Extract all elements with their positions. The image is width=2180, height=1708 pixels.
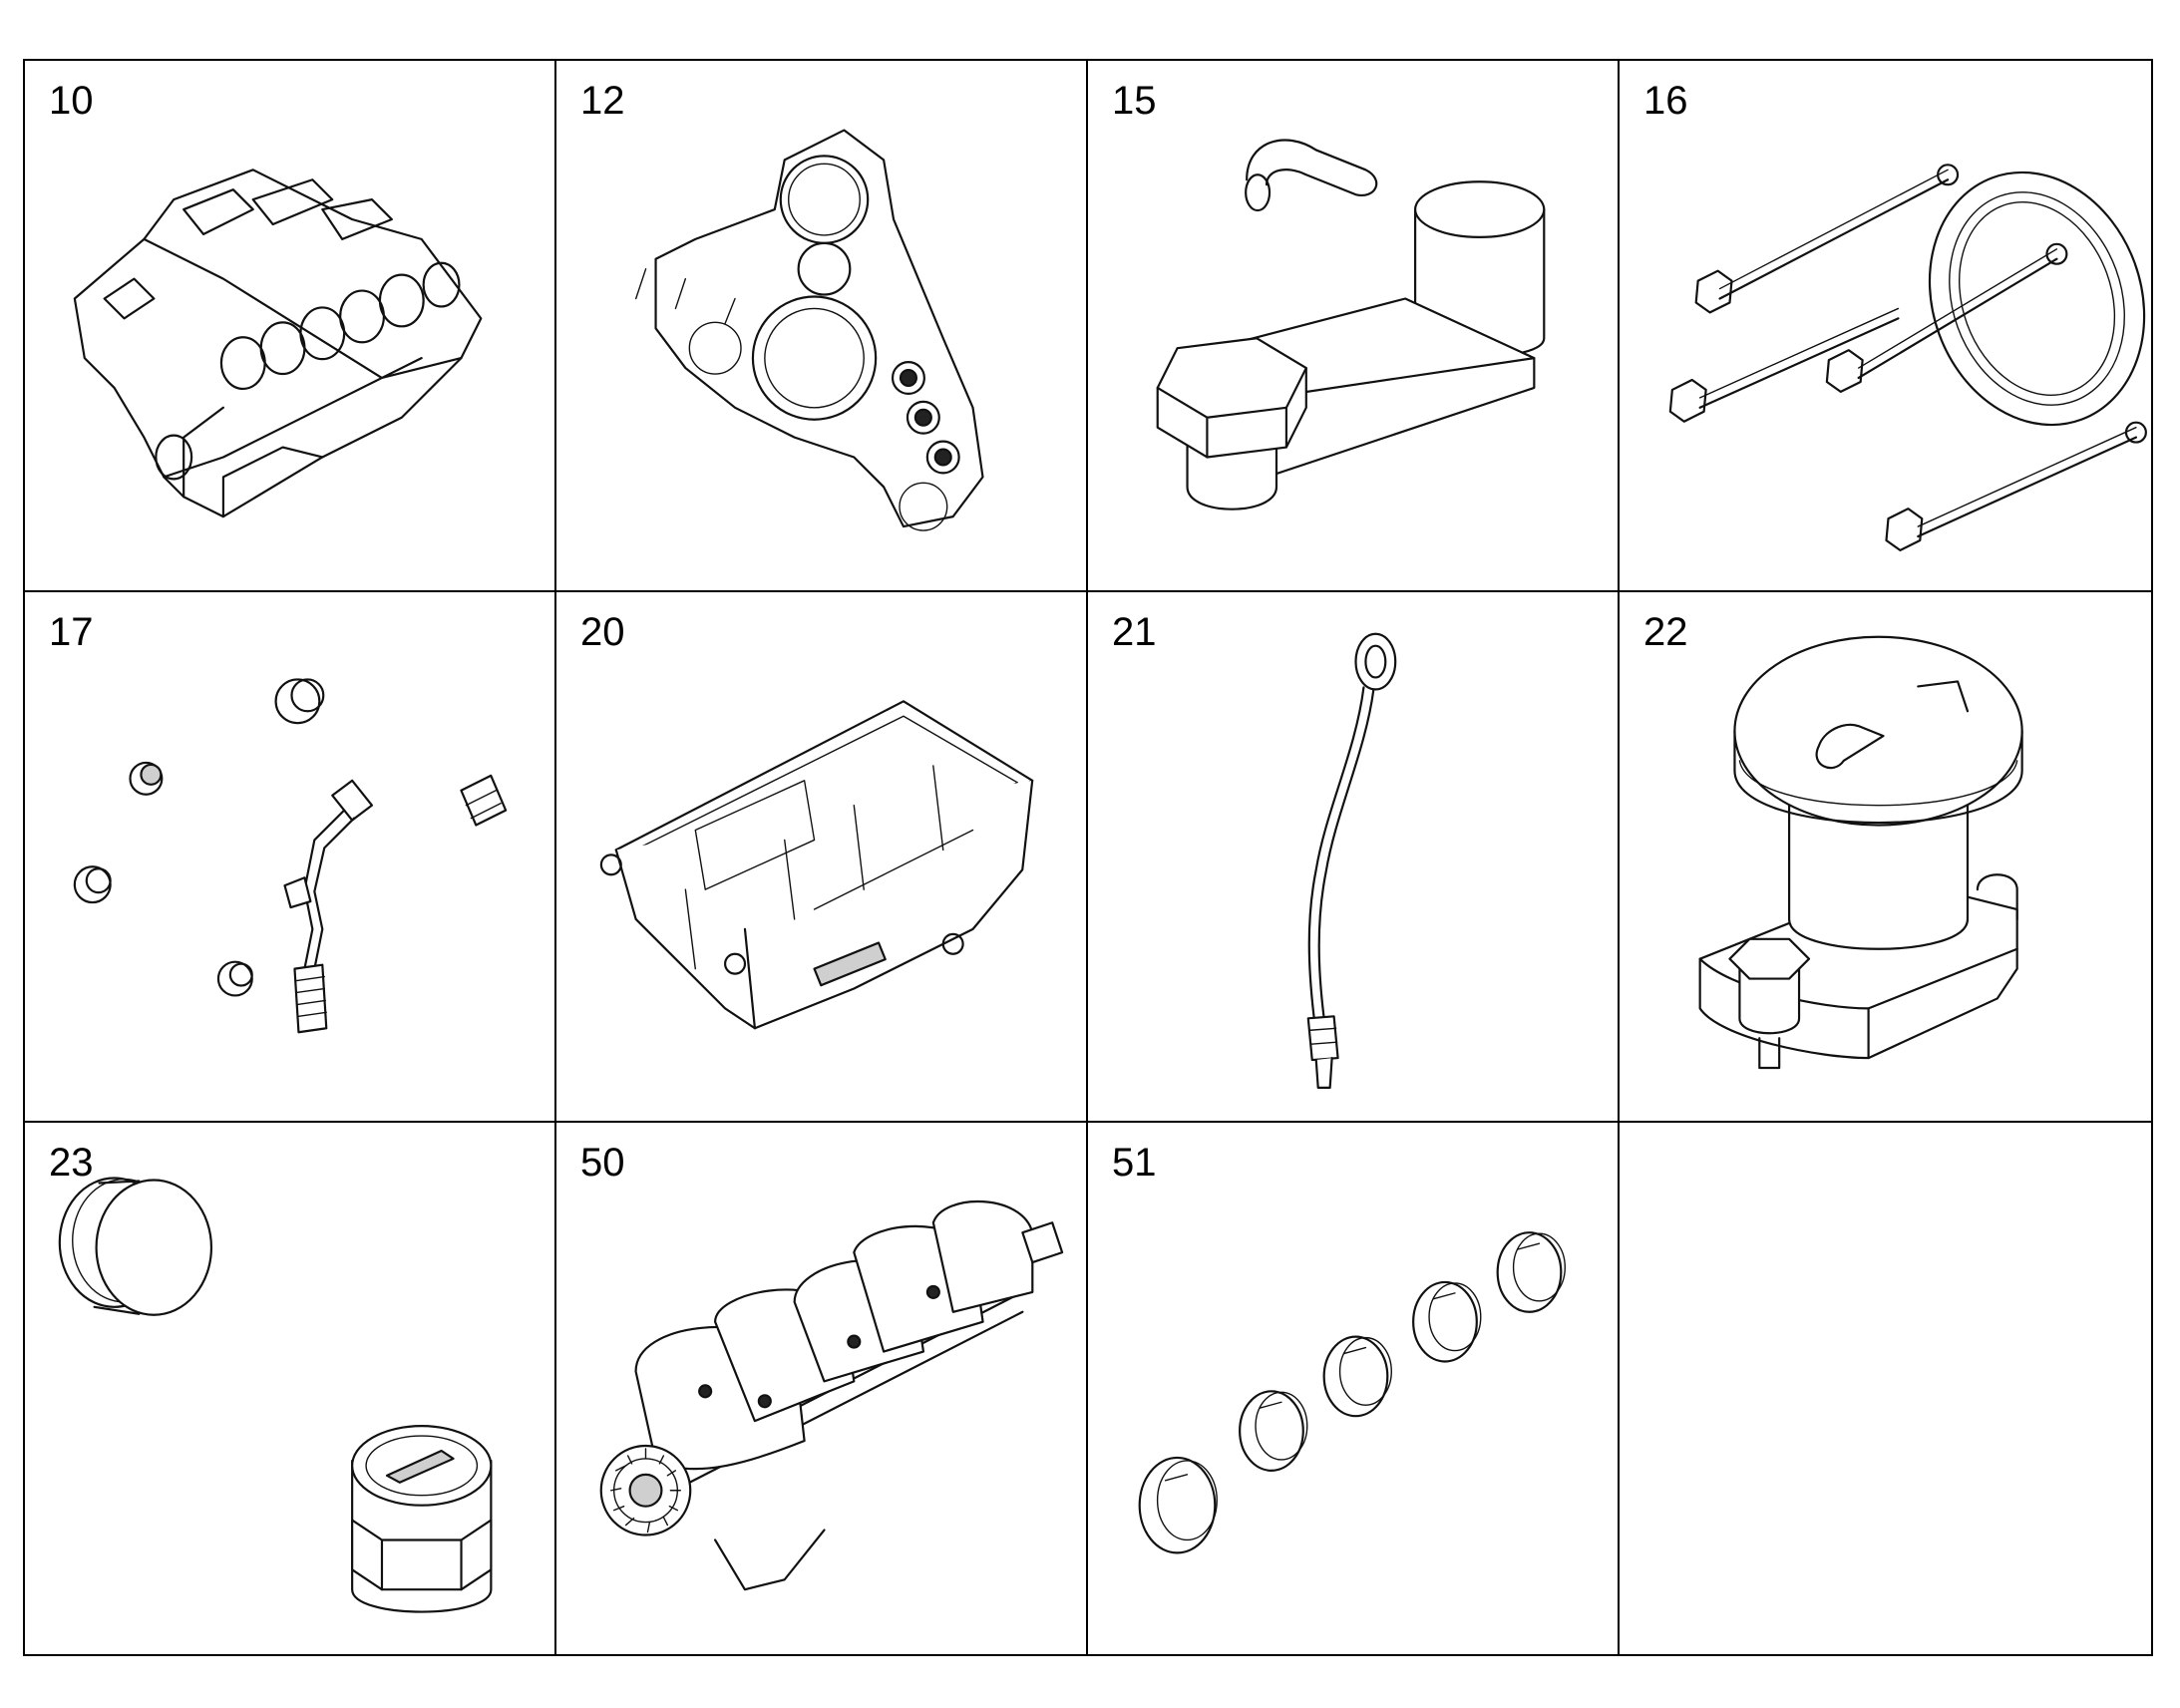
part-number: 50 [580, 1141, 625, 1186]
part-cell-17[interactable]: 17 [25, 591, 556, 1124]
engine-block-icon [73, 169, 483, 518]
parts-grid: 10 12 [23, 59, 2153, 1656]
breather-cap-icon [1698, 635, 2023, 1069]
part-cell-16[interactable]: 16 [1620, 61, 2151, 592]
part-cell-23[interactable]: 23 [25, 1123, 556, 1654]
part-number: 20 [580, 609, 625, 654]
oil-filter-housing-icon [1156, 139, 1546, 511]
crankshaft-icon [599, 1200, 1064, 1591]
part-cell-22[interactable]: 22 [1620, 592, 2151, 1124]
part-cell-21[interactable]: 21 [1088, 591, 1620, 1124]
part-cell-20[interactable]: 20 [556, 591, 1088, 1124]
part-number: 10 [49, 79, 94, 123]
part-cell-15[interactable]: 15 [1088, 61, 1620, 592]
part-number: 12 [580, 79, 625, 123]
part-number: 16 [1643, 79, 1688, 123]
part-cell-12[interactable]: 12 [556, 61, 1088, 592]
oil-pan-icon [599, 699, 1034, 1030]
plugs-and-fittings-icon [73, 678, 508, 1033]
timing-case-icon [634, 129, 984, 531]
dipstick-icon [1306, 632, 1397, 1089]
part-number: 15 [1112, 79, 1157, 123]
screw-plug-icon [58, 1177, 493, 1613]
part-number: 17 [49, 609, 94, 654]
part-number: 22 [1643, 609, 1688, 654]
part-number: 21 [1112, 609, 1157, 654]
bearing-shells-icon [1138, 1231, 1566, 1554]
part-number: 51 [1112, 1141, 1157, 1186]
flange-bolt-kit-icon [1668, 164, 2147, 551]
part-cell-51[interactable]: 51 [1088, 1123, 1620, 1654]
part-cell-10[interactable]: 10 [25, 61, 556, 592]
part-cell-empty [1620, 1123, 2151, 1654]
part-number: 23 [49, 1141, 94, 1186]
part-cell-50[interactable]: 50 [556, 1123, 1088, 1654]
